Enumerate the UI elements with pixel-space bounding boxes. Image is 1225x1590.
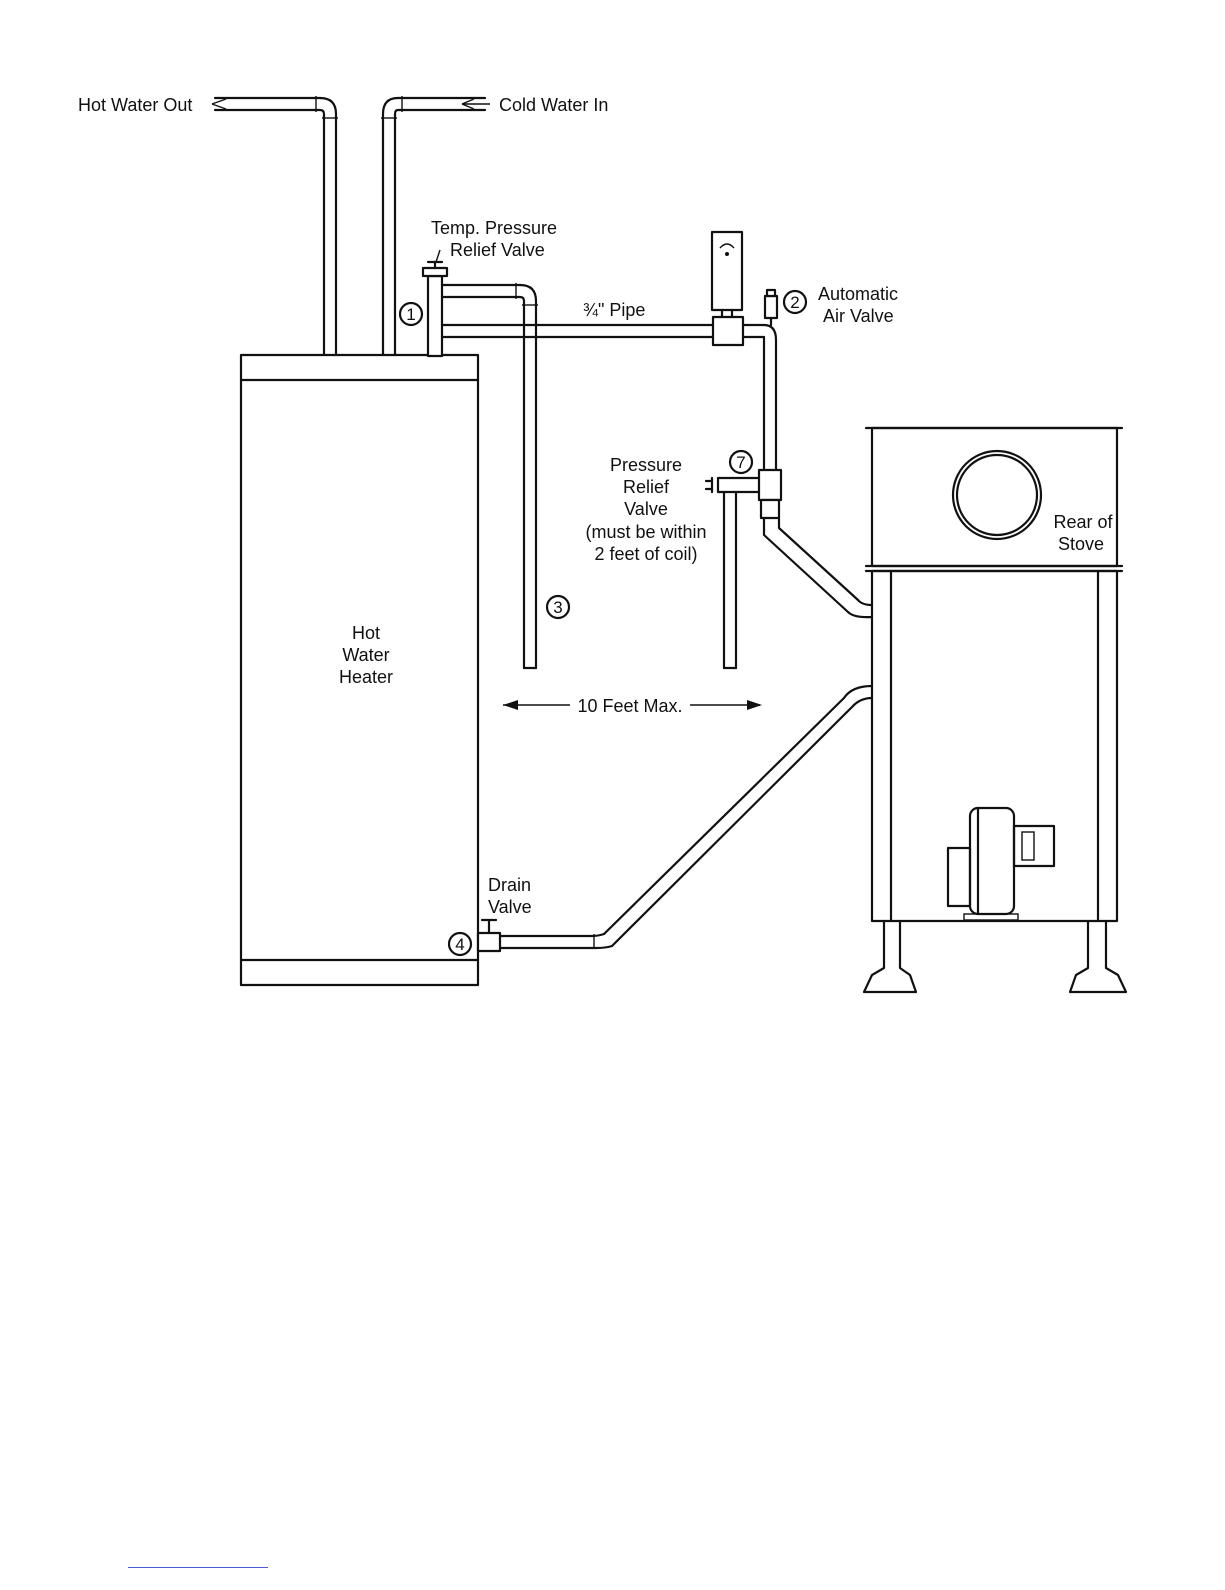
svg-text:7: 7 xyxy=(736,453,745,472)
temp-pressure-relief-assembly xyxy=(423,250,538,668)
hot-water-heater-label-2: Water xyxy=(342,645,389,665)
automatic-air-valve-label-1: Automatic xyxy=(818,284,898,304)
automatic-air-valve-label-2: Air Valve xyxy=(823,306,894,326)
temp-pressure-relief-label-1: Temp. Pressure xyxy=(431,218,557,238)
return-pipe-to-heater xyxy=(500,686,872,948)
three-quarter-pipe xyxy=(442,317,776,470)
pressure-relief-label-2: Relief xyxy=(623,477,670,497)
drain-valve-label-1: Drain xyxy=(488,875,531,895)
callout-3: 3 xyxy=(547,596,569,618)
pressure-relief-label-1: Pressure xyxy=(610,455,682,475)
svg-text:4: 4 xyxy=(455,935,464,954)
svg-text:3: 3 xyxy=(553,598,562,617)
footer-link-underline[interactable] xyxy=(128,1567,268,1568)
automatic-air-valve xyxy=(765,290,777,325)
supply-pipe-to-stove xyxy=(761,500,872,617)
temp-pressure-relief-label-2: Relief Valve xyxy=(450,240,545,260)
pressure-relief-label-3: Valve xyxy=(624,499,668,519)
pressure-relief-label-5: 2 feet of coil) xyxy=(594,544,697,564)
distance-label: 10 Feet Max. xyxy=(577,696,682,716)
drain-valve-label-2: Valve xyxy=(488,897,532,917)
svg-text:2: 2 xyxy=(790,293,799,312)
drain-valve xyxy=(478,920,500,951)
callout-4: 4 xyxy=(449,933,471,955)
hot-water-heater-label-1: Hot xyxy=(352,623,380,643)
expansion-tank xyxy=(712,232,742,317)
hot-water-heater-label-3: Heater xyxy=(339,667,393,687)
cold-water-in-label: Cold Water In xyxy=(499,95,608,115)
callout-7: 7 xyxy=(730,451,752,473)
callout-2: 2 xyxy=(784,291,806,313)
hot-water-out-label: Hot Water Out xyxy=(78,95,192,115)
hot-water-out-pipe xyxy=(212,96,338,355)
rear-of-stove-label-2: Stove xyxy=(1058,534,1104,554)
pressure-relief-label-4: (must be within xyxy=(585,522,706,542)
rear-of-stove-label-1: Rear of xyxy=(1053,512,1113,532)
svg-text:1: 1 xyxy=(406,305,415,324)
callout-1: 1 xyxy=(400,303,422,325)
pipe-size-label: ¾" Pipe xyxy=(583,300,645,320)
